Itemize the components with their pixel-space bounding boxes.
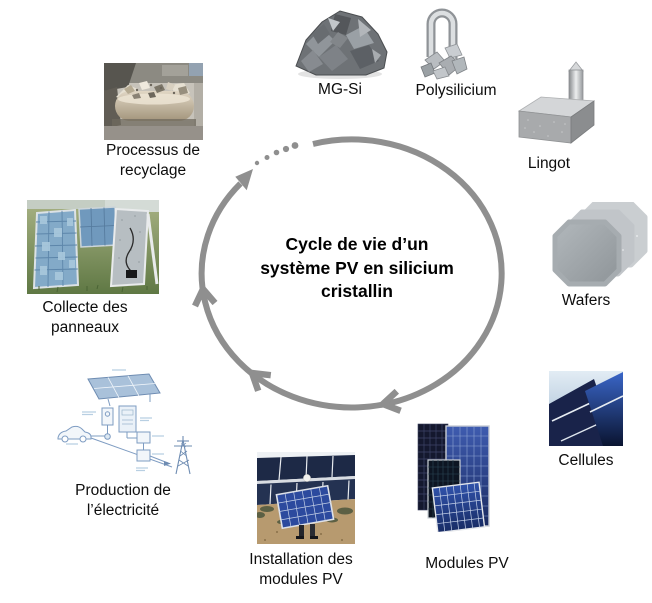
wafer-stack-image	[552, 202, 648, 287]
title-line-2: système PV en silicium	[260, 257, 454, 278]
cycle-arc	[198, 136, 505, 411]
ingot-speckles	[524, 119, 566, 137]
direction-arrow-left	[192, 283, 218, 308]
worker-helmet	[303, 474, 311, 482]
dotted-segment	[254, 142, 299, 166]
stage-label: Wafers	[561, 292, 611, 309]
stage-label: Cellules	[558, 452, 614, 469]
stage-label: Installation des modules PV	[249, 551, 353, 588]
stage-label: Collecte des panneaux	[42, 299, 128, 336]
transmission-tower	[174, 436, 192, 475]
stage-label: Polysilicium	[415, 82, 497, 99]
module-installation-image	[257, 452, 355, 544]
junction-box	[126, 270, 137, 278]
silicon-ingot-image	[517, 61, 596, 144]
stage-label: Processus de recyclage	[106, 142, 200, 179]
direction-arrow-bottom-left	[247, 369, 272, 392]
stage-label: Production de l’électricité	[75, 482, 171, 519]
title-line-3: cristallin	[321, 281, 393, 301]
tiny-caption-marks	[66, 369, 164, 472]
support-strut	[146, 213, 159, 285]
cycle-arrowhead	[235, 169, 253, 191]
solar-cells-image	[549, 371, 623, 446]
silicon-chunks-image	[295, 10, 388, 79]
stage-label: Lingot	[527, 155, 571, 172]
stage-label: MG-Si	[318, 81, 362, 98]
direction-arrow-bottom-right	[376, 388, 402, 414]
diagram-title: Cycle de vie d’un système PV en silicium…	[227, 233, 487, 304]
polysilicon-rod-image	[420, 8, 468, 80]
stage-label: Modules PV	[425, 555, 509, 572]
title-line-1: Cycle de vie d’un	[285, 234, 429, 254]
debris	[124, 81, 188, 99]
electricity-system-schematic-image	[57, 369, 192, 475]
pv-modules-image	[417, 423, 490, 532]
carried-panel	[275, 484, 335, 530]
panel-collection-image	[27, 200, 159, 294]
panel-cable	[125, 227, 134, 273]
recycling-process-image	[104, 63, 203, 140]
